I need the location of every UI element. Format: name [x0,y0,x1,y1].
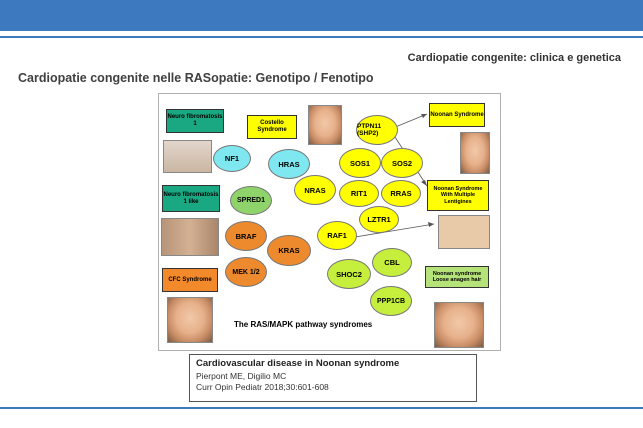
lentigines-skin-photo [438,215,490,249]
gene-hras: HRAS [268,149,310,179]
gene-rit1: RIT1 [339,180,379,207]
reference-box: Cardiovascular disease in Noonan syndrom… [189,354,477,402]
gene-braf: BRAF [225,221,267,251]
syndrome-nf1-like: Neuro fibromatosis 1 like [162,185,220,212]
gene-kras: KRAS [267,235,311,266]
syndrome-nf1: Neuro fibromatosis 1 [166,109,224,133]
gene-spred1: SPRED1 [230,186,272,215]
noonan-hair-patient-photo [434,302,484,348]
course-subtitle: Cardiopatie congenite: clinica e genetic… [407,52,621,64]
costello-patient-photo [308,105,342,145]
header-divider [0,36,643,38]
gene-raf1: RAF1 [317,221,357,250]
syndrome-cfc: CFC Syndrome [162,268,218,292]
gene-ptpn11: PTPN11 (SHP2) [356,115,398,145]
gene-cbl: CBL [372,248,412,277]
gene-sos2: SOS2 [381,148,423,178]
ras-mapk-diagram: Neuro fibromatosis 1 Costello Syndrome N… [158,93,501,351]
gene-shoc2: SHOC2 [327,259,371,289]
gene-mek: MEK 1/2 [225,257,267,287]
header-bar [0,0,643,31]
gene-ppp1cb: PPP1CB [370,286,412,316]
gene-sos1: SOS1 [339,148,381,178]
reference-journal: Curr Opin Pediatr 2018;30:601-608 [196,382,329,393]
nf1-skin-photo [163,140,212,173]
cfc-patient-photo [167,297,213,343]
pathway-arrows [348,113,435,239]
footer-divider [0,407,643,409]
nf1-like-torso-photo [161,218,219,256]
gene-rras: RRAS [381,180,421,207]
gene-nras: NRAS [294,175,336,205]
syndrome-noonan-lentigines: Noonan Syndrome With Multiple Lentigines [427,180,489,211]
slide-title: Cardiopatie congenite nelle RASopatie: G… [18,71,374,85]
figure-caption: The RAS/MAPK pathway syndromes [234,320,373,329]
reference-title: Cardiovascular disease in Noonan syndrom… [196,358,400,369]
noonan-patient-photo [460,132,490,174]
reference-authors: Pierpont ME, Digilio MC [196,371,287,381]
syndrome-noonan: Noonan Syndrome [429,103,485,127]
gene-nf1: NF1 [213,145,251,172]
syndrome-noonan-hair: Noonan syndrome Loose anagen hair [425,266,489,288]
syndrome-costello: Costello Syndrome [247,115,297,139]
gene-lztr1: LZTR1 [359,206,399,233]
